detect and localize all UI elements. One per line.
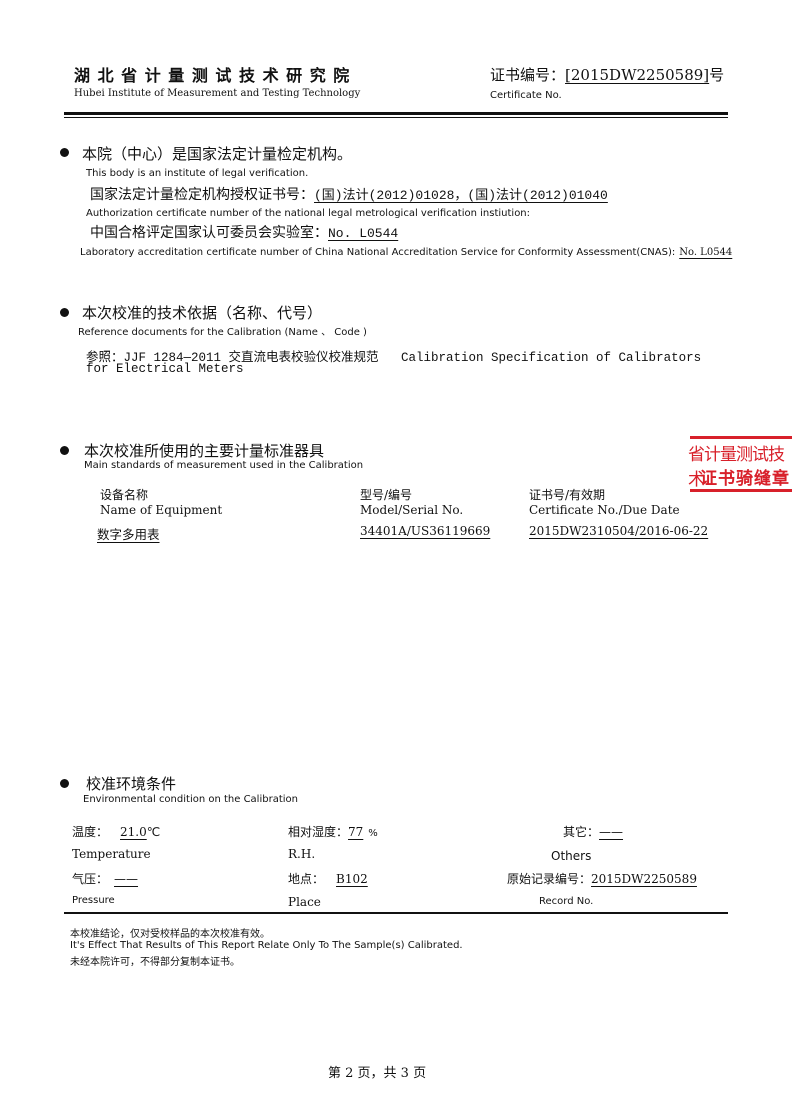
cnas-label-en: Laboratory accreditation certificate num… bbox=[80, 247, 676, 258]
environment-rule bbox=[64, 912, 728, 914]
authority-title-en: This body is an institute of legal verif… bbox=[86, 168, 309, 179]
pressure-label-en: Pressure bbox=[72, 895, 115, 906]
cnas-number: No. L0544 bbox=[328, 226, 399, 241]
cert-no-label: 证书编号： bbox=[490, 66, 566, 84]
note-validity-en: It's Effect That Results of This Report … bbox=[70, 940, 463, 951]
humidity: 相对湿度：77% bbox=[288, 823, 378, 840]
reference-title-en: Reference documents for the Calibration … bbox=[78, 327, 367, 338]
stamp-bottom-bar bbox=[690, 489, 792, 492]
pressure: 气压： —— bbox=[72, 870, 138, 887]
col-header-cert-en: Certificate No./Due Date bbox=[529, 503, 680, 517]
equipment-certificate: 2015DW2310504/2016-06-22 bbox=[529, 524, 709, 538]
equipment-name: 数字多用表 bbox=[97, 527, 160, 542]
cert-no-suffix: 号 bbox=[709, 66, 725, 84]
note-validity: 本校准结论，仅对受校样品的本次校准有效。 bbox=[70, 929, 270, 940]
record-number: 原始记录编号：2015DW2250589 bbox=[507, 870, 697, 887]
col-header-cert: 证书号/有效期 bbox=[529, 488, 606, 502]
standards-title-en: Main standards of measurement used in th… bbox=[84, 460, 364, 471]
bullet-icon bbox=[60, 446, 69, 455]
bullet-icon bbox=[60, 308, 69, 317]
reference-document: 参照：JJF 1284—2011 交直流电表校验仪校准规范 Calibratio… bbox=[86, 351, 702, 365]
others: 其它：—— bbox=[563, 823, 623, 840]
cnas-line-en: Laboratory accreditation certificate num… bbox=[80, 247, 732, 258]
pressure-label: 气压： bbox=[72, 872, 109, 886]
environment-title-en: Environmental condition on the Calibrati… bbox=[83, 794, 298, 805]
certificate-number: 证书编号：[2015DW2250589]号 bbox=[490, 64, 724, 85]
authorization-label: 国家法定计量检定机构授权证书号： bbox=[90, 187, 314, 203]
humidity-label: 相对湿度： bbox=[288, 825, 349, 839]
reference-document-cont: for Electrical Meters bbox=[86, 362, 244, 376]
others-label: 其它： bbox=[563, 825, 600, 839]
authorization-number: (国)法计(2012)01028，(国)法计(2012)01040 bbox=[314, 188, 608, 203]
note-copy: 未经本院许可，不得部分复制本证书。 bbox=[70, 957, 240, 968]
standards-title: 本次校准所使用的主要计量标准器具 bbox=[84, 442, 325, 460]
col-header-equipment-en: Name of Equipment bbox=[100, 503, 223, 517]
environment-title: 校准环境条件 bbox=[86, 775, 177, 793]
authority-title: 本院（中心）是国家法定计量检定机构。 bbox=[82, 145, 353, 163]
humidity-label-en: R.H. bbox=[288, 847, 316, 861]
col-header-model: 型号/编号 bbox=[360, 488, 413, 502]
temperature-value: 21.0 bbox=[120, 825, 147, 839]
header-rule bbox=[64, 112, 728, 115]
cnas-label: 中国合格评定国家认可委员会实验室： bbox=[90, 225, 328, 241]
col-header-equipment: 设备名称 bbox=[100, 488, 149, 502]
institute-name-cn: 湖 北 省 计 量 测 试 技 术 研 究 院 bbox=[74, 66, 351, 85]
temperature-unit: ℃ bbox=[146, 825, 161, 839]
place-label-en: Place bbox=[288, 895, 321, 909]
record-label: 原始记录编号： bbox=[507, 872, 592, 886]
place: 地点： B102 bbox=[288, 870, 368, 887]
temperature: 温度： 21.0℃ bbox=[72, 823, 160, 840]
humidity-unit: % bbox=[368, 828, 378, 839]
pressure-value: —— bbox=[114, 872, 139, 886]
stamp-top-bar bbox=[690, 436, 792, 439]
cnas-number-en: No. L0544 bbox=[679, 247, 733, 258]
bullet-icon bbox=[60, 148, 69, 157]
seam-stamp: 省计量测试技术 证书骑缝章 bbox=[688, 436, 792, 494]
page-number: 第 2 页，共 3 页 bbox=[328, 1066, 427, 1081]
authorization-line: 国家法定计量检定机构授权证书号：(国)法计(2012)01028，(国)法计(2… bbox=[90, 184, 608, 204]
cert-no-label-en: Certificate No. bbox=[490, 90, 562, 101]
temperature-label: 温度： bbox=[72, 825, 109, 839]
cert-no-value: [2015DW2250589] bbox=[565, 66, 710, 84]
others-value: —— bbox=[599, 825, 624, 839]
record-value: 2015DW2250589 bbox=[591, 872, 697, 886]
cnas-line: 中国合格评定国家认可委员会实验室：No. L0544 bbox=[90, 222, 398, 242]
institute-name-en: Hubei Institute of Measurement and Testi… bbox=[74, 88, 361, 99]
col-header-model-en: Model/Serial No. bbox=[360, 503, 464, 517]
stamp-line2: 证书骑缝章 bbox=[700, 469, 790, 489]
stamp-line1: 省计量测试技术 bbox=[688, 445, 785, 490]
temperature-label-en: Temperature bbox=[72, 847, 151, 861]
bullet-icon bbox=[60, 779, 69, 788]
others-label-en: Others bbox=[551, 849, 592, 863]
equipment-model: 34401A/US36119669 bbox=[360, 524, 491, 538]
reference-title: 本次校准的技术依据（名称、代号） bbox=[82, 304, 323, 322]
place-value: B102 bbox=[336, 872, 368, 886]
place-label: 地点： bbox=[288, 872, 325, 886]
humidity-value: 77 bbox=[348, 825, 364, 839]
record-label-en: Record No. bbox=[539, 896, 594, 907]
header-rule-thin bbox=[64, 117, 728, 118]
authorization-label-en: Authorization certificate number of the … bbox=[86, 208, 531, 219]
